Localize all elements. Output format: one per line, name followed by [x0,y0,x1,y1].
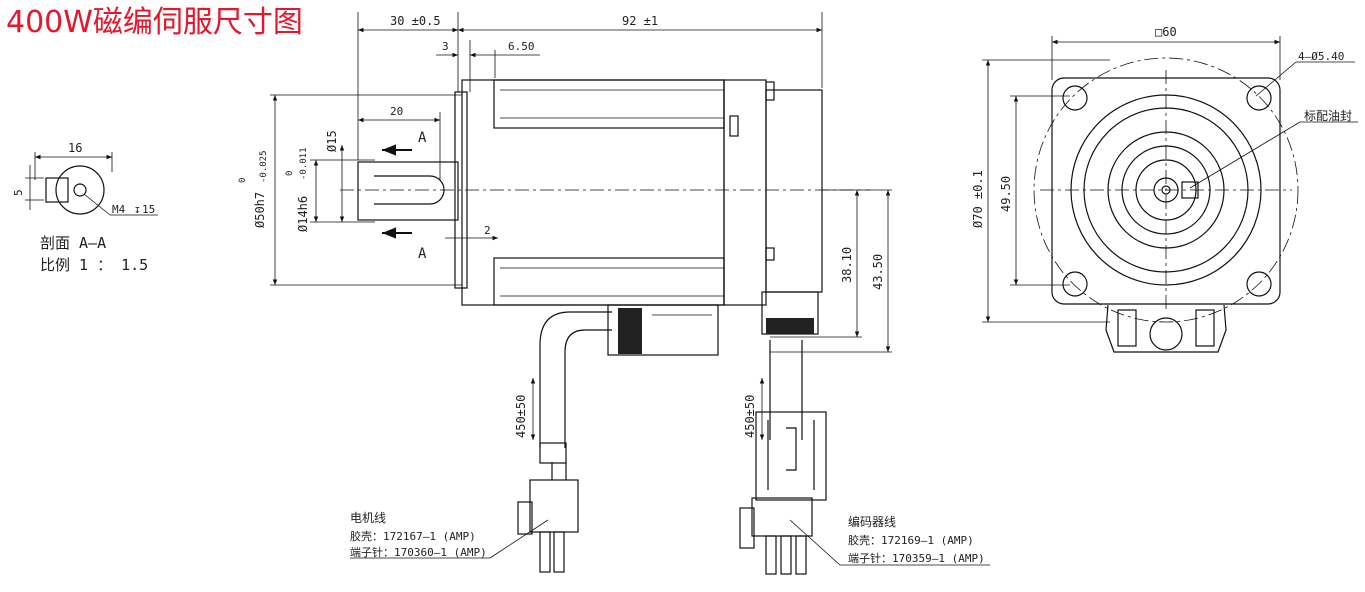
thread-depth: 15 [142,203,155,216]
encoder-cable-name: 编码器线 [848,514,896,529]
square-dim: □60 [1155,25,1177,39]
holes-dim: 4—Ø5.40 [1298,50,1344,63]
oil-seal-label: 标配油封 [1304,109,1352,123]
section-height-dim: 5 [12,189,25,196]
shaft-length-dim: 30 ±0.5 [390,14,441,28]
thread-spec: M4 [112,203,126,216]
section-a-a-view: 16 5 M4 ↧ 15 剖面 A—A 比例 1 ： 1.5 [12,141,158,274]
page-title: 400W磁编伺服尺寸图 [6,5,303,40]
pilot-tol-upper: 0 [238,178,248,183]
key-length-dim: 20 [390,105,403,118]
gap-dim: 2 [484,224,491,237]
shaft-tol-lower: -0.011 [299,147,309,180]
encoder-housing: 胶壳：172169—1 (AMP) [848,533,974,547]
side-view: 30 ±0.5 92 ±1 3 6.50 20 Ø50h7 0 -0.025 Ø… [238,12,990,575]
flange2-dim: 6.50 [508,40,535,53]
cable2-length-dim: 450±50 [743,395,757,438]
shaft-tol-upper: 0 [285,171,295,176]
section-label: 剖面 A—A [40,234,106,252]
flange-dim: 3 [442,40,449,53]
body-length-dim: 92 ±1 [622,14,658,28]
cable1-length-dim: 450±50 [514,395,528,438]
thread-depth-icon: ↧ [134,203,141,216]
front-view: □60 4—Ø5.40 标配油封 Ø70 ±0.1 49.50 [971,25,1358,353]
height1-dim: 38.10 [840,247,854,283]
section-mark-top: A [418,130,427,146]
hole-spacing-dim: 49.50 [999,176,1013,212]
motor-housing: 胶壳：172167—1 (AMP) [350,529,476,543]
shaft-fit-dim: Ø14h6 [296,196,310,232]
section-mark-bottom: A [418,246,427,262]
pilot-dia-dim: Ø50h7 [253,192,267,228]
motor-cable-name: 电机线 [350,511,386,525]
section-width-dim: 16 [68,141,82,155]
pilot-tol-lower: -0.025 [259,150,269,183]
section-scale: 比例 1 ： 1.5 [40,256,148,274]
height2-dim: 43.50 [871,254,885,290]
motor-terminal: 端子针：170360—1 (AMP) [350,545,487,559]
pcd-dim: Ø70 ±0.1 [971,170,985,228]
shaft-dia-dim: Ø15 [325,130,339,152]
encoder-terminal: 端子针：170359—1 (AMP) [848,551,985,565]
